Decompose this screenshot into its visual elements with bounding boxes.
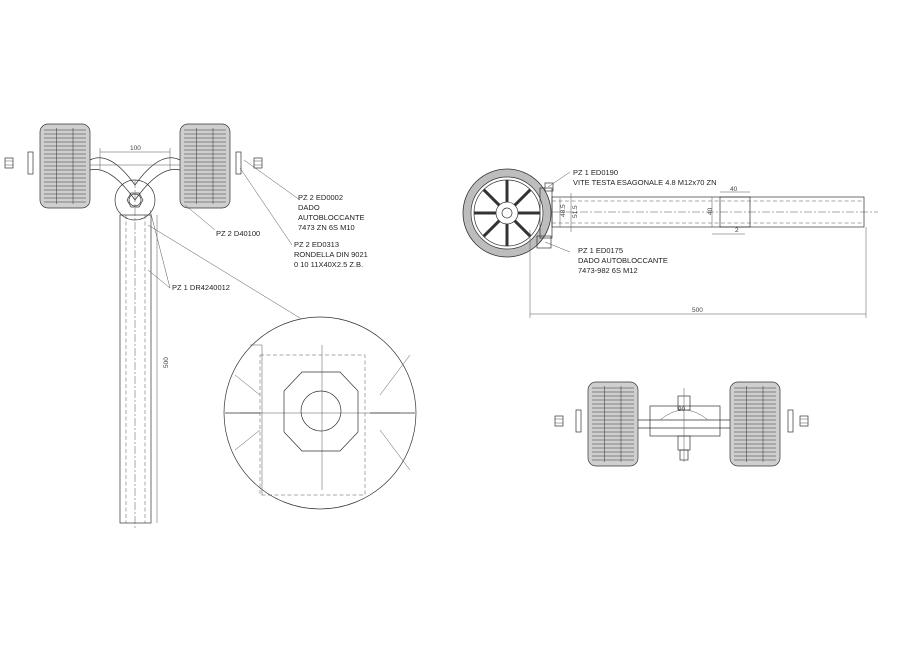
label-pz2-d40100: PZ 2 D40100 — [216, 229, 260, 238]
label-7473-982: 7473-982 6S M12 — [578, 266, 638, 275]
side-wheel-icon — [462, 168, 552, 258]
label-pz1-ed0190: PZ 1 ED0190 — [573, 168, 618, 177]
label-vite-testa: VITE TESTA ESAGONALE 4.8 M12x70 ZN — [573, 178, 717, 187]
dim-500-vertical: 500 — [163, 357, 170, 368]
label-pz2-ed0313: PZ 2 ED0313 — [294, 240, 339, 249]
dim-500-horizontal: 500 — [692, 307, 703, 314]
dim-48-5: 48.5 — [560, 204, 567, 217]
dim-90: 90 — [678, 406, 686, 413]
detail-circle — [223, 316, 417, 510]
dim-100: 100 — [130, 145, 141, 152]
right-wheel-icon — [179, 123, 231, 209]
left-wheel-icon — [39, 123, 91, 209]
label-autobloccante: AUTOBLOCCANTE — [298, 213, 365, 222]
label-rondella-spec: 0 10 11X40X2.5 Z.B. — [294, 260, 363, 269]
label-pz1-ed0175: PZ 1 ED0175 — [578, 246, 623, 255]
label-dado: DADO — [298, 203, 320, 212]
right-washer — [235, 151, 242, 175]
label-pz2-ed0002: PZ 2 ED0002 — [298, 193, 343, 202]
dim-51-5: 51.5 — [572, 205, 579, 218]
label-dado-autobloccante: DADO AUTOBLOCCANTE — [578, 256, 668, 265]
vertical-tube — [119, 214, 152, 524]
left-top-view: 100 500 PZ 2 ED0002 — [4, 123, 417, 530]
front-left-nut-icon — [554, 415, 564, 427]
left-washer — [27, 151, 34, 175]
front-right-nut-icon — [799, 415, 809, 427]
right-front-view: 90 — [554, 381, 809, 467]
label-pz1-dr4240012: PZ 1 DR4240012 — [172, 283, 230, 292]
dim-40-side: 40 — [707, 207, 714, 215]
right-nut-icon — [253, 157, 263, 169]
left-nut-icon — [4, 157, 14, 169]
detail-hex-nut — [283, 371, 359, 452]
label-rondella: RONDELLA DIN 9021 — [294, 250, 368, 259]
right-side-view: 40 40 2 48.5 51.5 500 PZ 1 ED0190 VITE T… — [462, 168, 878, 318]
front-right-wheel-icon — [729, 381, 781, 467]
label-7473-zn-6s-m10: 7473 ZN 6S M10 — [298, 223, 355, 232]
front-left-wheel-icon — [587, 381, 639, 467]
dim-2: 2 — [735, 227, 739, 234]
dim-40-top: 40 — [730, 186, 738, 193]
